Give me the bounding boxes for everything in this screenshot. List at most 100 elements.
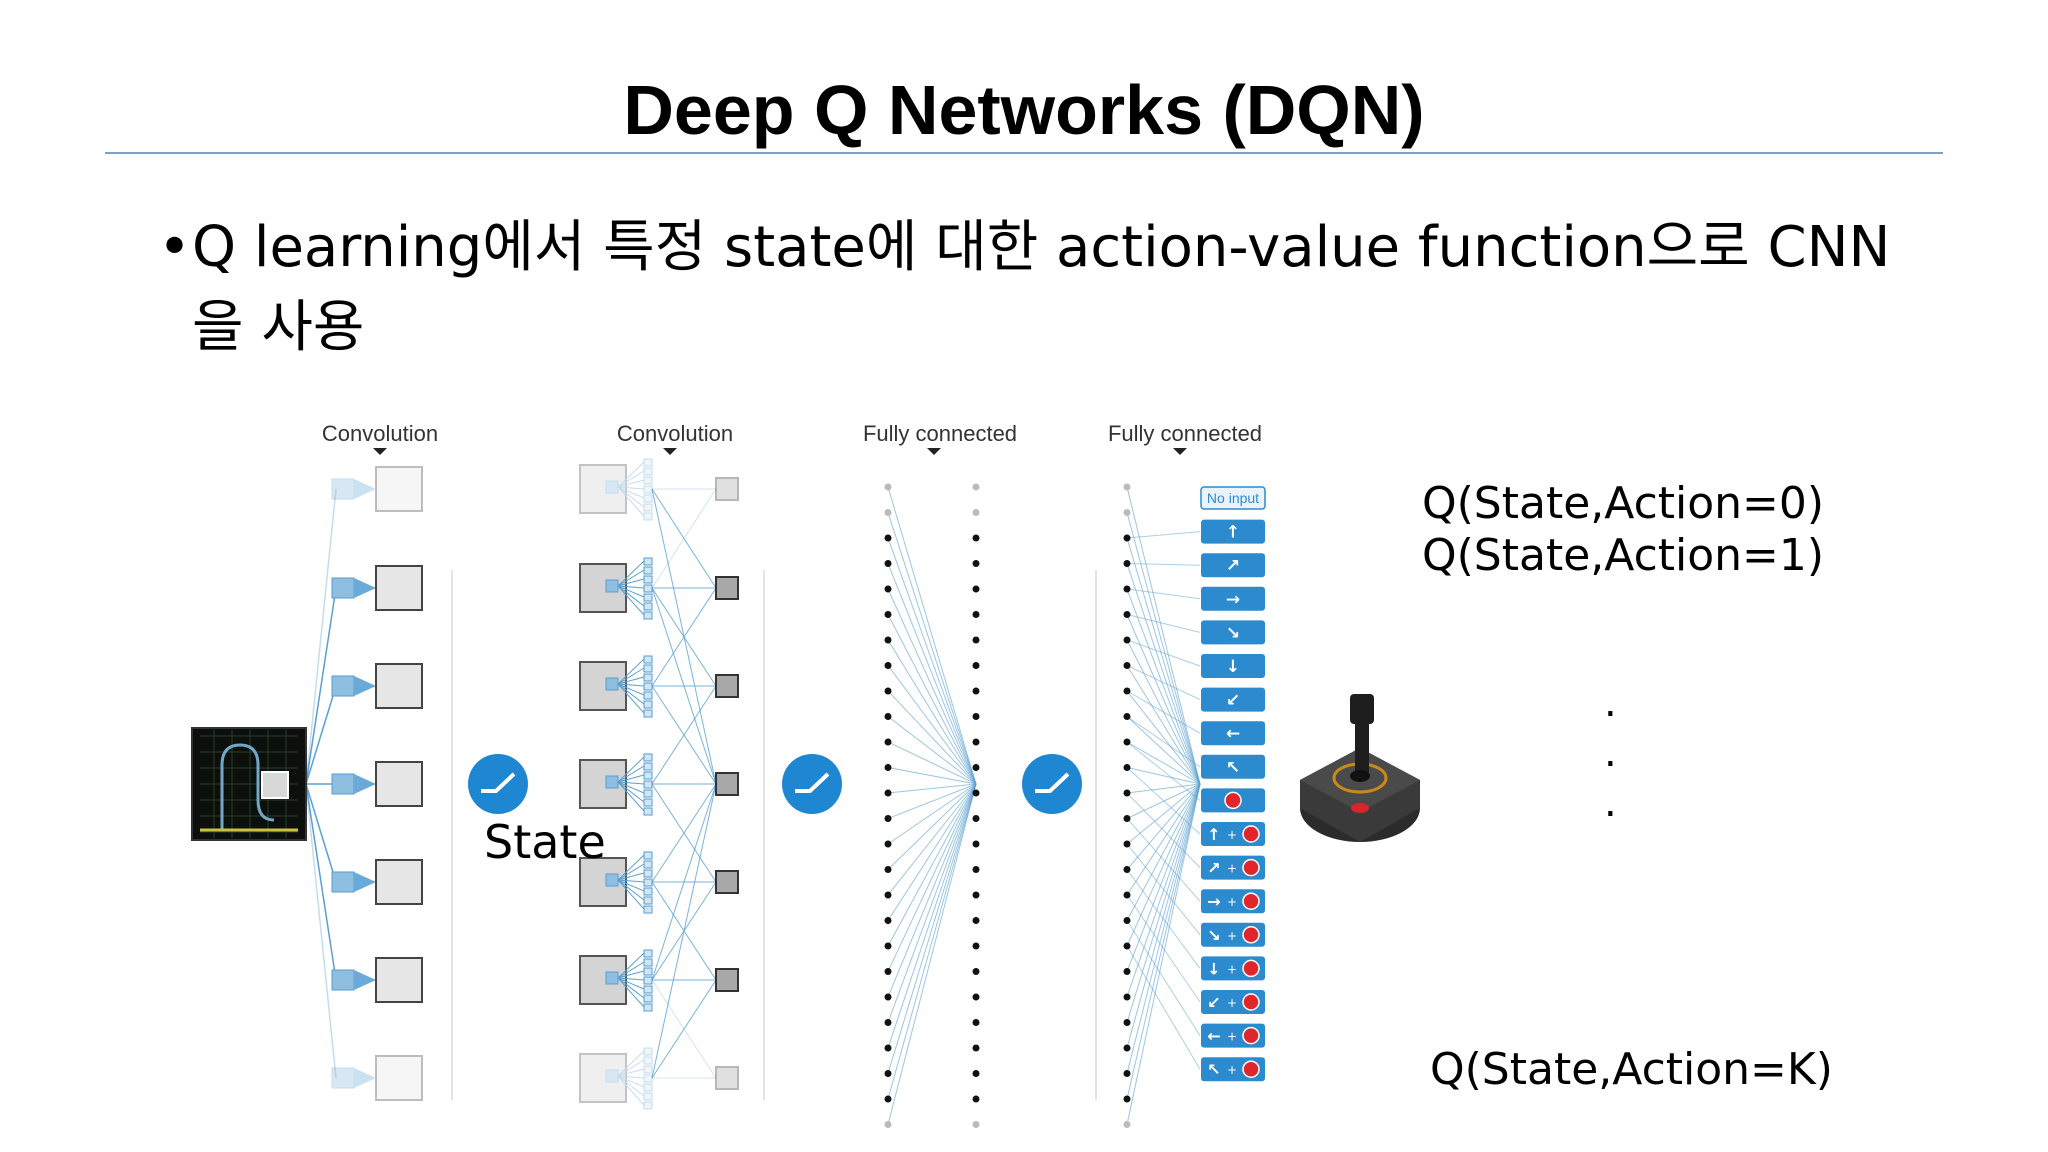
- feature-map: [331, 466, 423, 512]
- bullet-dot: •: [158, 215, 192, 280]
- fire-button-icon: [1242, 1026, 1260, 1045]
- action-button: ↘+: [1201, 922, 1265, 947]
- neuron: [972, 815, 980, 822]
- layer-label: Convolution: [617, 421, 733, 446]
- feature-map: [331, 957, 423, 1003]
- plus-icon: +: [1227, 1063, 1237, 1077]
- action-button: →+: [1201, 889, 1265, 914]
- activation-icons: [468, 754, 1082, 814]
- fire-button-icon: [1242, 892, 1260, 910]
- neuron: [1123, 738, 1131, 746]
- feature-map: [579, 557, 653, 620]
- ellipsis-dot: .: [1604, 680, 1617, 726]
- neuron: [884, 585, 892, 593]
- arrow-icon: ↖: [1207, 1060, 1220, 1079]
- fire-button-icon: [1242, 825, 1260, 843]
- fire-button-icon: [1242, 926, 1260, 944]
- neuron: [972, 662, 980, 669]
- title-divider: [105, 152, 1943, 154]
- fire-button-icon: [1242, 1060, 1260, 1078]
- neuron: [972, 1070, 980, 1077]
- neuron: [884, 866, 892, 873]
- action-button: ↙: [1201, 687, 1265, 712]
- fire-button-icon: [1242, 858, 1260, 877]
- plus-icon: +: [1227, 828, 1237, 842]
- network-nodes: [331, 458, 1131, 1128]
- q-value-label: Q(State,Action=0): [1422, 478, 1825, 529]
- layer-label: Fully connected: [863, 421, 1017, 446]
- arrow-icon: →: [1226, 590, 1240, 610]
- neuron: [884, 1070, 892, 1077]
- action-button: ↓: [1201, 654, 1265, 678]
- action-button: ↖: [1201, 754, 1265, 779]
- neuron: [884, 993, 892, 1001]
- arrow-down-icon: [373, 448, 387, 455]
- relu-icon: [782, 754, 842, 814]
- action-label: No input: [1207, 490, 1259, 506]
- neuron: [1123, 891, 1131, 899]
- state-label: State: [484, 815, 606, 869]
- plus-icon: +: [1227, 1030, 1237, 1044]
- neuron: [884, 483, 892, 491]
- conv-unit: [715, 576, 739, 600]
- action-button: ↑+: [1201, 822, 1265, 846]
- fire-button-icon: [1242, 993, 1260, 1011]
- neuron: [884, 968, 892, 975]
- neuron: [972, 636, 980, 644]
- joystick-icon: [1300, 694, 1420, 842]
- q-value-label: Q(State,Action=1): [1422, 530, 1825, 581]
- neuron: [1123, 636, 1131, 644]
- arrow-down-icon: [927, 448, 941, 455]
- conv-unit: [715, 1066, 739, 1090]
- action-button: ↘: [1201, 620, 1265, 645]
- neuron: [1123, 866, 1131, 873]
- neuron: [884, 1095, 892, 1103]
- arrow-icon: ↗: [1226, 556, 1240, 576]
- layer-label: Convolution: [322, 421, 438, 446]
- neuron: [884, 840, 892, 848]
- feature-map: [579, 458, 653, 521]
- neuron: [1123, 585, 1131, 593]
- conv-unit: [715, 772, 739, 796]
- action-no-input: No input: [1200, 486, 1266, 510]
- neuron: [1123, 789, 1131, 797]
- feature-map: [331, 761, 423, 807]
- neuron: [884, 636, 892, 644]
- layer-label: Fully connected: [1108, 421, 1262, 446]
- neuron: [884, 917, 892, 924]
- neuron: [1123, 611, 1131, 618]
- neuron: [884, 891, 892, 899]
- relu-icon: [1022, 754, 1082, 814]
- neuron: [972, 534, 980, 542]
- neuron: [972, 585, 980, 593]
- neuron: [1123, 764, 1131, 771]
- fire-button-icon: [1224, 791, 1242, 810]
- feature-map: [579, 851, 653, 914]
- action-button: ↗: [1201, 553, 1265, 578]
- neuron: [1123, 993, 1131, 1001]
- neuron: [1123, 968, 1131, 975]
- feature-map: [331, 1055, 423, 1101]
- conv-unit: [715, 968, 739, 992]
- neuron: [972, 509, 980, 516]
- feature-map: [579, 753, 653, 816]
- neuron: [1123, 662, 1131, 669]
- relu-icon: [468, 754, 528, 814]
- neuron: [972, 891, 980, 899]
- action-button: ↗+: [1201, 855, 1265, 880]
- neuron: [1123, 534, 1131, 542]
- neuron: [884, 1019, 892, 1026]
- arrow-icon: ←: [1207, 1027, 1220, 1046]
- arrow-icon: ↓: [1207, 959, 1220, 978]
- arrow-icon: →: [1207, 892, 1220, 911]
- neuron: [884, 713, 892, 720]
- neuron: [884, 509, 892, 516]
- neuron: [884, 1121, 892, 1128]
- feature-map: [331, 859, 423, 905]
- neuron: [884, 815, 892, 822]
- neuron: [1123, 1121, 1131, 1128]
- q-value-label: Q(State,Action=K): [1430, 1044, 1833, 1095]
- arrow-icon: ↘: [1226, 623, 1240, 643]
- neuron: [972, 993, 980, 1001]
- arrow-icon: ←: [1226, 724, 1240, 744]
